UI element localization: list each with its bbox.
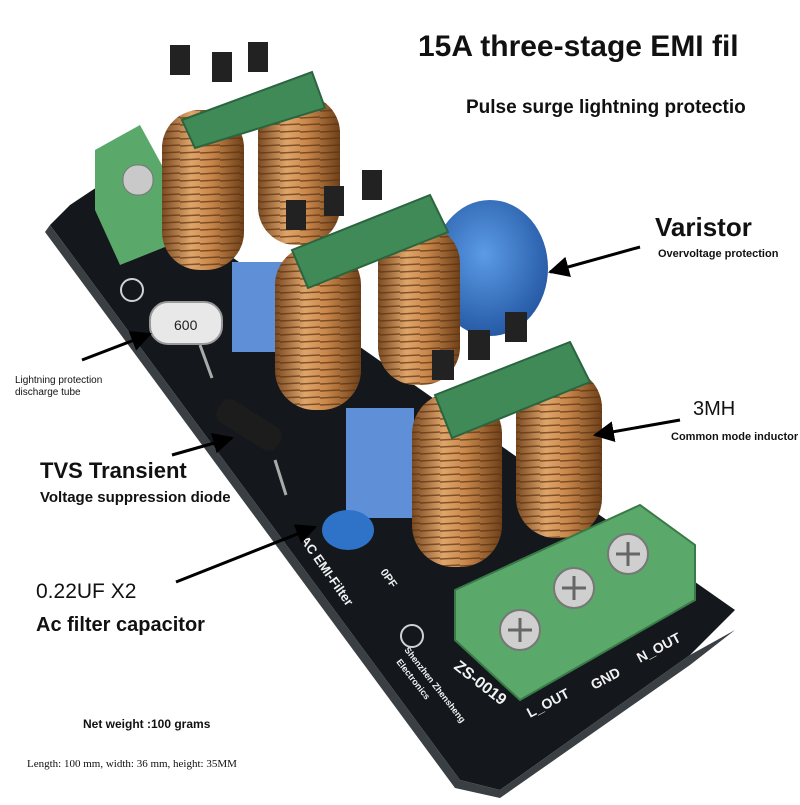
inductor-arrow — [592, 418, 681, 443]
varistor — [432, 200, 548, 336]
mount-hole — [400, 624, 424, 648]
inductor-sub-label: Common mode inductor — [671, 431, 799, 443]
page-title: 15A three-stage EMI fil — [418, 30, 739, 63]
terminal-screw — [499, 609, 541, 651]
inductor-label: 3MH — [693, 398, 736, 420]
net-weight: Net weight :100 grams — [83, 717, 211, 731]
x2-capacitor — [346, 408, 414, 518]
inductor-stage-2 — [275, 170, 460, 410]
capacitor-label: 0.22UF X2 — [36, 580, 137, 603]
discharge-tube-arrow — [81, 330, 152, 362]
y-capacitor — [322, 510, 374, 550]
mount-hole — [120, 278, 144, 302]
output-terminal-block — [454, 503, 696, 702]
capacitor-arrow — [175, 524, 317, 584]
input-terminal-block — [95, 125, 170, 265]
terminal-screw — [607, 533, 649, 575]
inductor-stage-3 — [412, 312, 602, 567]
tube-marking: 600 — [174, 317, 198, 333]
tvs-label: TVS Transient — [40, 458, 187, 483]
varistor-label: Varistor — [655, 212, 752, 242]
tvs-sub-label: Voltage suppression diode — [40, 489, 231, 506]
varistor-sub-label: Overvoltage protection — [658, 248, 779, 260]
discharge-tube: 600 — [149, 301, 223, 379]
inductor-stage-1 — [162, 42, 340, 270]
terminal-screw — [553, 567, 595, 609]
callout-arrows — [81, 245, 681, 584]
varistor-arrow — [547, 245, 641, 278]
dimensions: Length: 100 mm, width: 36 mm, height: 35… — [27, 758, 237, 770]
tvs-arrow — [171, 433, 235, 457]
tvs-diode — [216, 399, 288, 496]
page-subtitle: Pulse surge lightning protectio — [466, 97, 746, 118]
capacitor-sub-label: Ac filter capacitor — [36, 614, 205, 636]
discharge-tube-label: Lightning protection discharge tube — [15, 375, 103, 398]
